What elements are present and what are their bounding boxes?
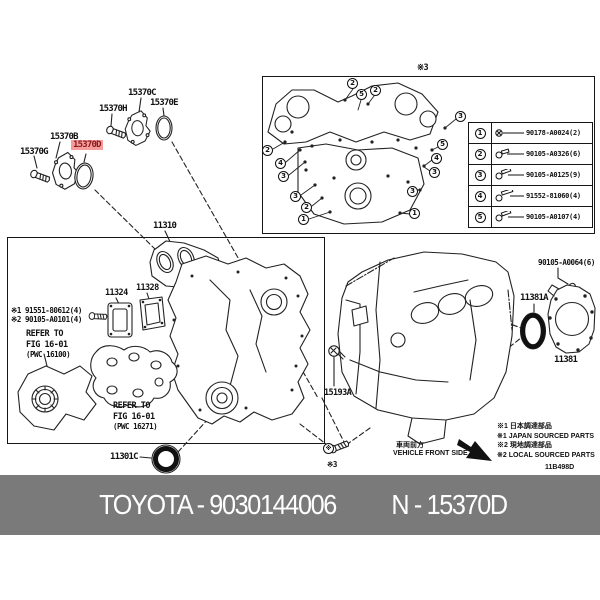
legend-row[interactable]: 4 91552-81060(4) bbox=[469, 186, 592, 207]
inset-callout[interactable]: 3 bbox=[429, 167, 440, 178]
refer-line: FIG 16-01 bbox=[26, 339, 68, 350]
note1-part-ref: ※1 91551-80612(4) bbox=[11, 306, 82, 315]
part-label-15370g[interactable]: 15370G bbox=[20, 147, 49, 157]
sourced-parts-notes: ※1 日本調達部品 ※1 JAPAN SOURCED PARTS ※2 現地調達… bbox=[497, 422, 595, 460]
camshaft-housing-parts bbox=[28, 110, 173, 190]
legend-row[interactable]: 2 90105-A0326(6) bbox=[469, 144, 592, 165]
sourced-note-en2: ※2 LOCAL SOURCED PARTS bbox=[497, 451, 595, 459]
legend-part-number: 90105-A0326(6) bbox=[526, 150, 581, 158]
inset-callout[interactable]: 5 bbox=[437, 139, 448, 150]
legend-num: 4 bbox=[474, 190, 486, 202]
legend-part-number: 90105-A0125(9) bbox=[526, 171, 581, 179]
legend-num: 1 bbox=[474, 127, 486, 139]
rear-seal-retainer-parts bbox=[519, 281, 596, 354]
bolt-icon bbox=[495, 169, 524, 180]
inset-callout[interactable]: 2 bbox=[370, 85, 381, 96]
part-label-15193a[interactable]: 15193A bbox=[324, 388, 352, 398]
part-label-15370h[interactable]: 15370H bbox=[99, 104, 128, 114]
part-label-11328[interactable]: 11328 bbox=[136, 283, 159, 293]
legend-part-number: 91552-81060(4) bbox=[526, 192, 581, 200]
crankshaft-seal-11301C bbox=[151, 444, 181, 474]
refer-fig-16-01-16271: REFER TO FIG 16-01 (PWC 16271) bbox=[113, 401, 158, 433]
inset-callout[interactable]: 1 bbox=[298, 214, 309, 225]
part-label-11301c[interactable]: 11301C bbox=[110, 452, 139, 462]
main-parts-box bbox=[7, 237, 325, 444]
part-label-15370c[interactable]: 15370C bbox=[128, 88, 157, 98]
inset-callout[interactable]: 1 bbox=[409, 208, 420, 219]
vehicle-front-jp: 車両前方 bbox=[396, 442, 424, 449]
part-label-11310[interactable]: 11310 bbox=[153, 221, 177, 231]
inset-callout[interactable]: 3 bbox=[290, 191, 301, 202]
inset-callout[interactable]: 2 bbox=[301, 202, 312, 213]
part-label-11381a[interactable]: 11381A bbox=[520, 293, 549, 303]
inset-callout[interactable]: 3 bbox=[407, 186, 418, 197]
bolt-icon bbox=[495, 129, 524, 137]
part-label-15370d-highlighted[interactable]: 15370D bbox=[71, 140, 103, 150]
part-label-15370e[interactable]: 15370E bbox=[150, 98, 179, 108]
footer-toyota-part-number: TOYOTA - 9030144006 bbox=[99, 489, 338, 520]
inset-callout[interactable]: 4 bbox=[275, 158, 286, 169]
timing-cover-art bbox=[17, 240, 311, 431]
part-label-90105-a0064[interactable]: 90105-A0064(6) bbox=[538, 258, 595, 267]
inset-callout[interactable]: 5 bbox=[356, 89, 367, 100]
legend-num: 2 bbox=[474, 148, 486, 160]
refer-fig-16-01-16100: REFER TO FIG 16-01 (PWC 16100) bbox=[26, 329, 71, 361]
inset-callout[interactable]: 2 bbox=[347, 78, 358, 89]
note3-label: ※3 bbox=[327, 460, 337, 469]
inset-engine-top-view bbox=[267, 82, 457, 225]
inset-callout[interactable]: 3 bbox=[455, 111, 466, 122]
inset-callout[interactable]: 3 bbox=[278, 171, 289, 182]
vehicle-front-arrow-icon bbox=[457, 439, 492, 461]
legend-num: 5 bbox=[474, 211, 486, 223]
inset-callout-leaders bbox=[272, 88, 457, 220]
part-label-11324[interactable]: 11324 bbox=[105, 288, 128, 298]
note2-part-ref: ※2 90105-A0101(4) bbox=[11, 315, 82, 324]
engine-block-art bbox=[337, 251, 515, 445]
legend-part-number: 90105-A0107(4) bbox=[526, 213, 581, 221]
refer-line: (PWC 16271) bbox=[113, 422, 158, 431]
note3-bolt-symbol: ※ bbox=[323, 443, 334, 454]
diagram-code: 11B498D bbox=[545, 464, 575, 471]
bolt-icon bbox=[495, 211, 524, 222]
stud-15193A bbox=[328, 345, 346, 360]
legend-row[interactable]: 1 90178-A0024(2) bbox=[469, 123, 592, 144]
part-label-15370b[interactable]: 15370B bbox=[50, 132, 79, 142]
inset-box bbox=[262, 76, 595, 234]
part-label-11381[interactable]: 11381 bbox=[554, 355, 578, 365]
fastener-legend-table: 1 90178-A0024(2) 2 90105-A0326(6) 3 9010… bbox=[468, 122, 593, 228]
legend-row[interactable]: 3 90105-A0125(9) bbox=[469, 165, 592, 186]
legend-part-number: 90178-A0024(2) bbox=[526, 129, 581, 137]
bolt-icon bbox=[495, 190, 524, 202]
inset-callout[interactable]: 2 bbox=[262, 145, 273, 156]
bolt-icon bbox=[495, 148, 524, 159]
refer-line: REFER TO bbox=[113, 401, 150, 411]
refer-line: FIG 16-01 bbox=[113, 411, 155, 422]
footer-callout-number: N - 15370D bbox=[391, 489, 509, 520]
sourced-note-jp2: ※2 現地調達部品 bbox=[497, 442, 552, 450]
refer-line: REFER TO bbox=[26, 329, 63, 339]
legend-num: 3 bbox=[474, 169, 486, 181]
sourced-note-en1: ※1 JAPAN SOURCED PARTS bbox=[497, 432, 595, 440]
footer-reference-bar: TOYOTA - 9030144006 N - 15370D bbox=[0, 475, 600, 535]
inset-note3-label: ※3 bbox=[417, 63, 429, 73]
vehicle-front-en: VEHICLE FRONT SIDE bbox=[393, 450, 468, 457]
sourced-note-jp1: ※1 日本調達部品 bbox=[497, 423, 552, 430]
refer-line: (PWC 16100) bbox=[26, 350, 71, 359]
legend-row[interactable]: 5 90105-A0107(4) bbox=[469, 207, 592, 227]
inset-callout[interactable]: 4 bbox=[431, 153, 442, 164]
